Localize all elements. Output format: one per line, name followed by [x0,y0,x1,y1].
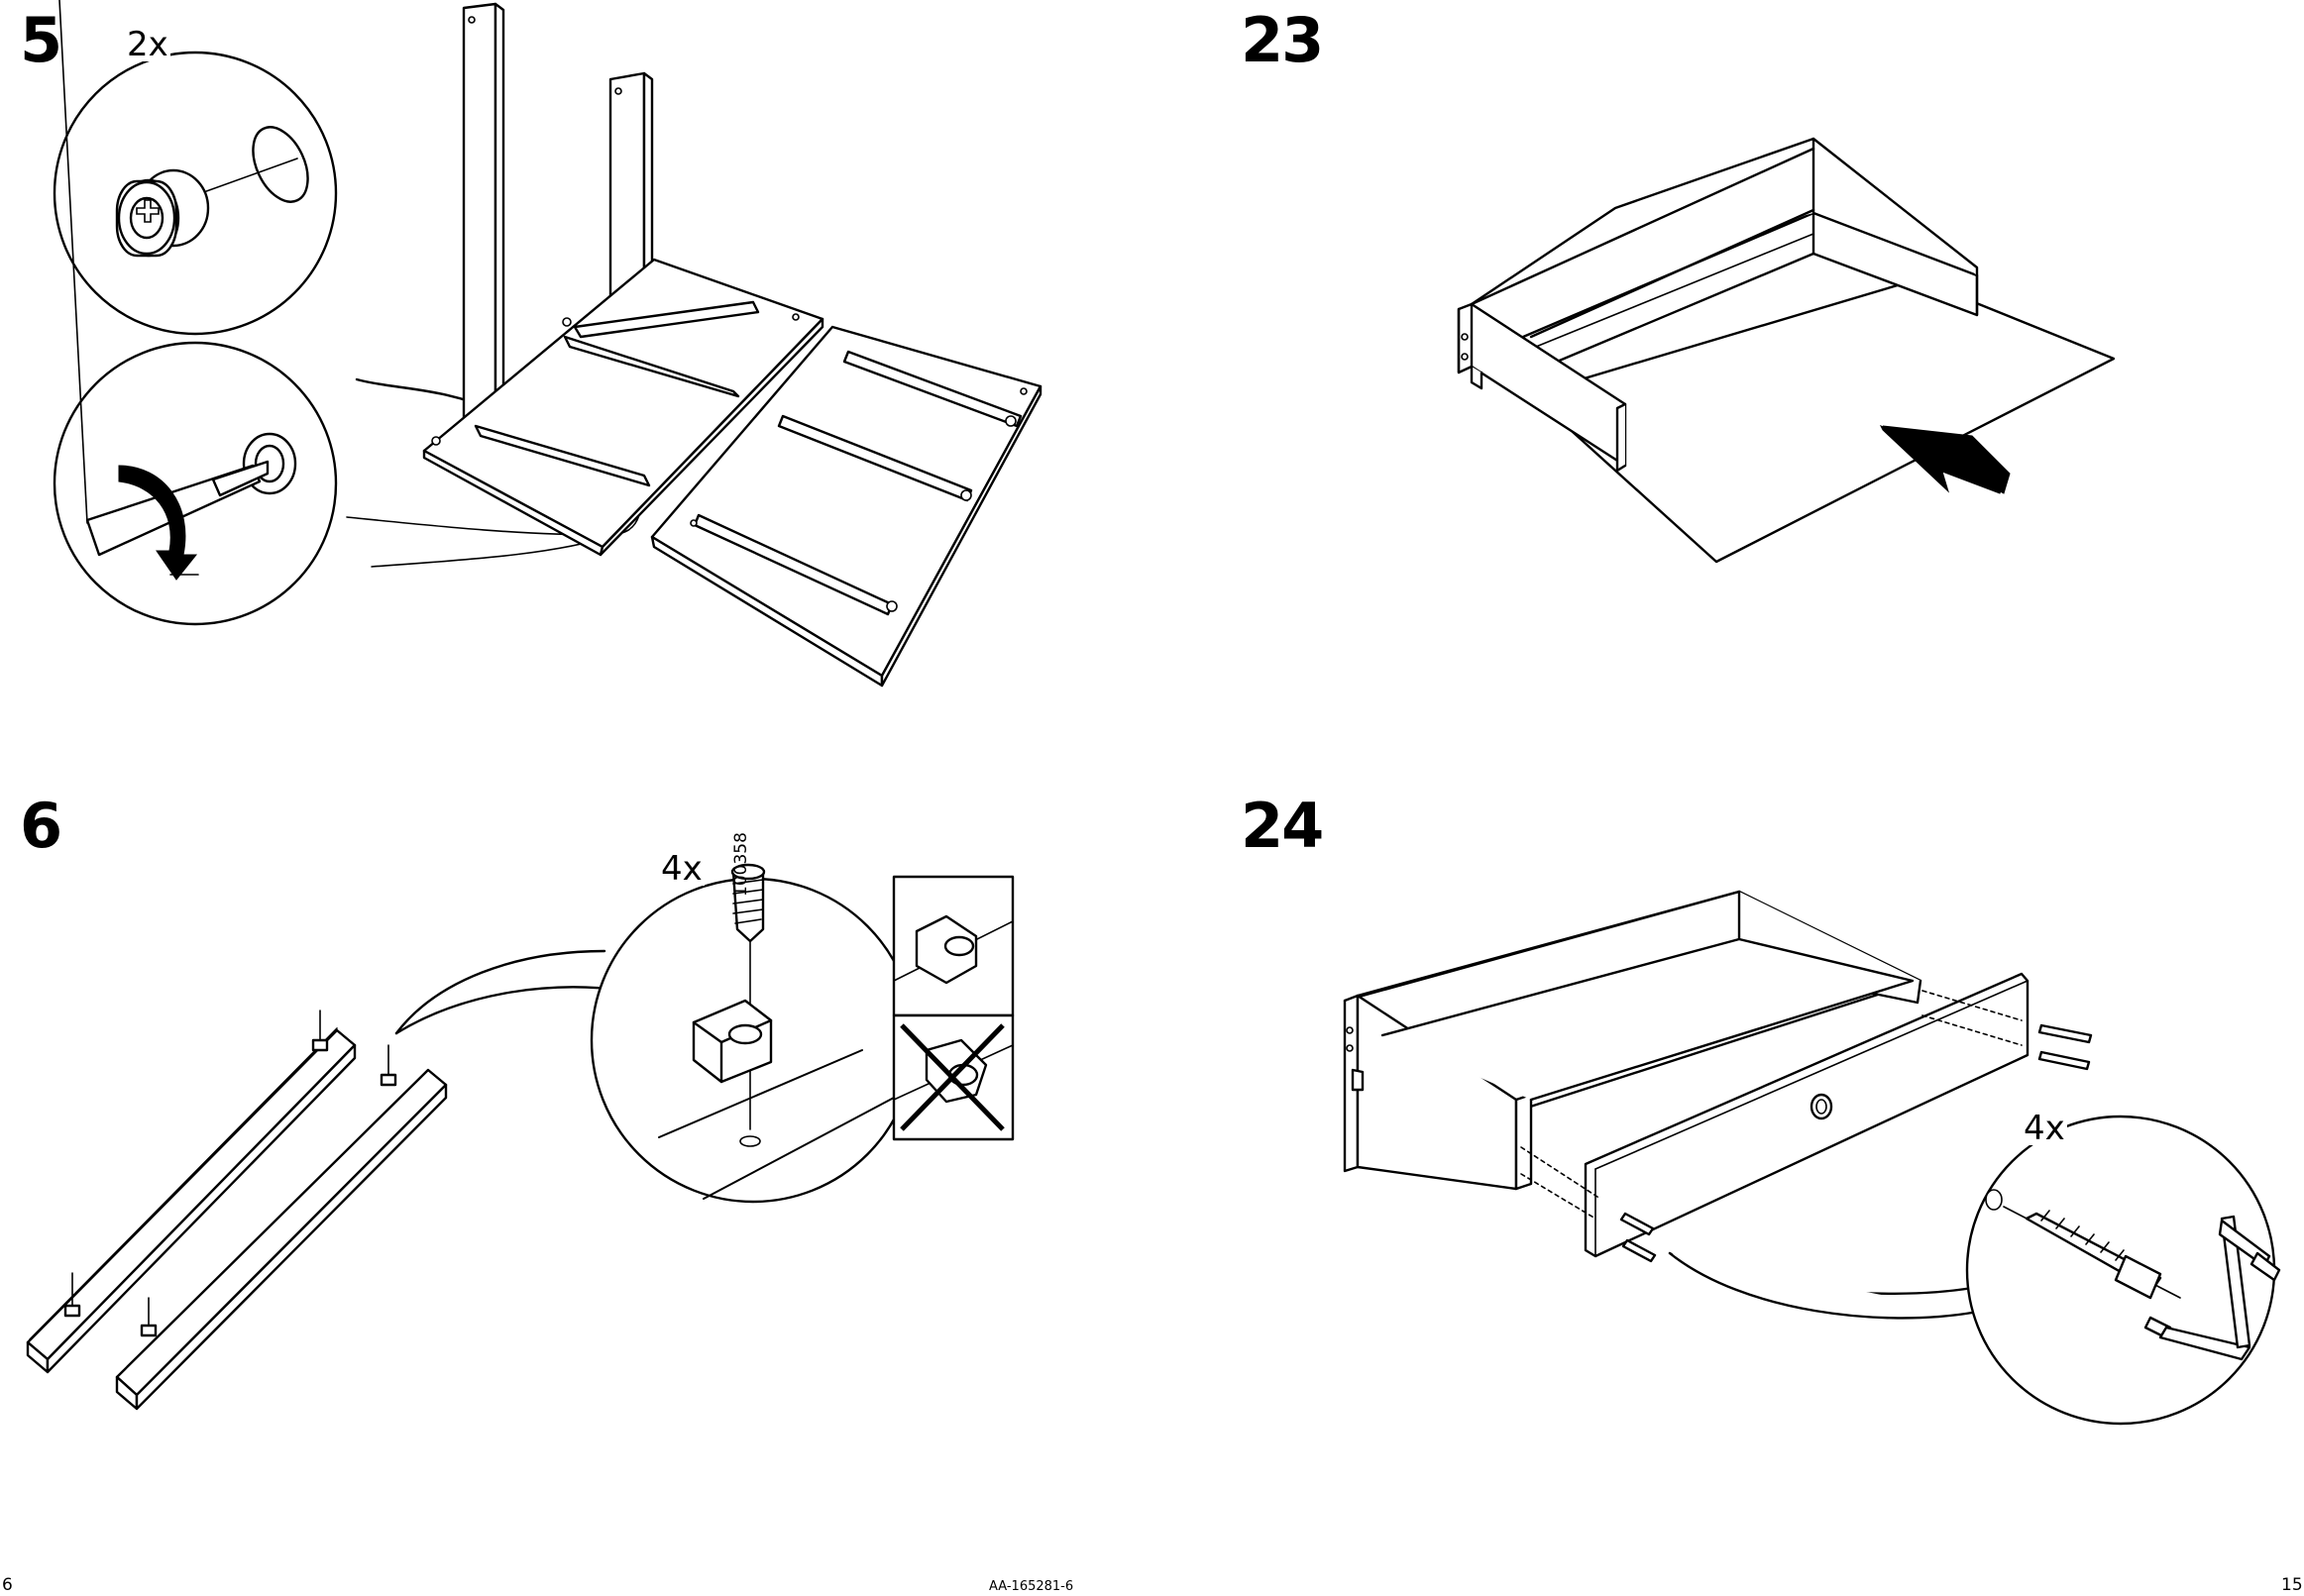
left-page-number: 6 [2,1577,13,1594]
right-page-number: 15 [2281,1577,2303,1594]
step-24-quantity-label: 4x [2022,1112,2067,1145]
document-id: AA-165281-6 [989,1580,1073,1593]
